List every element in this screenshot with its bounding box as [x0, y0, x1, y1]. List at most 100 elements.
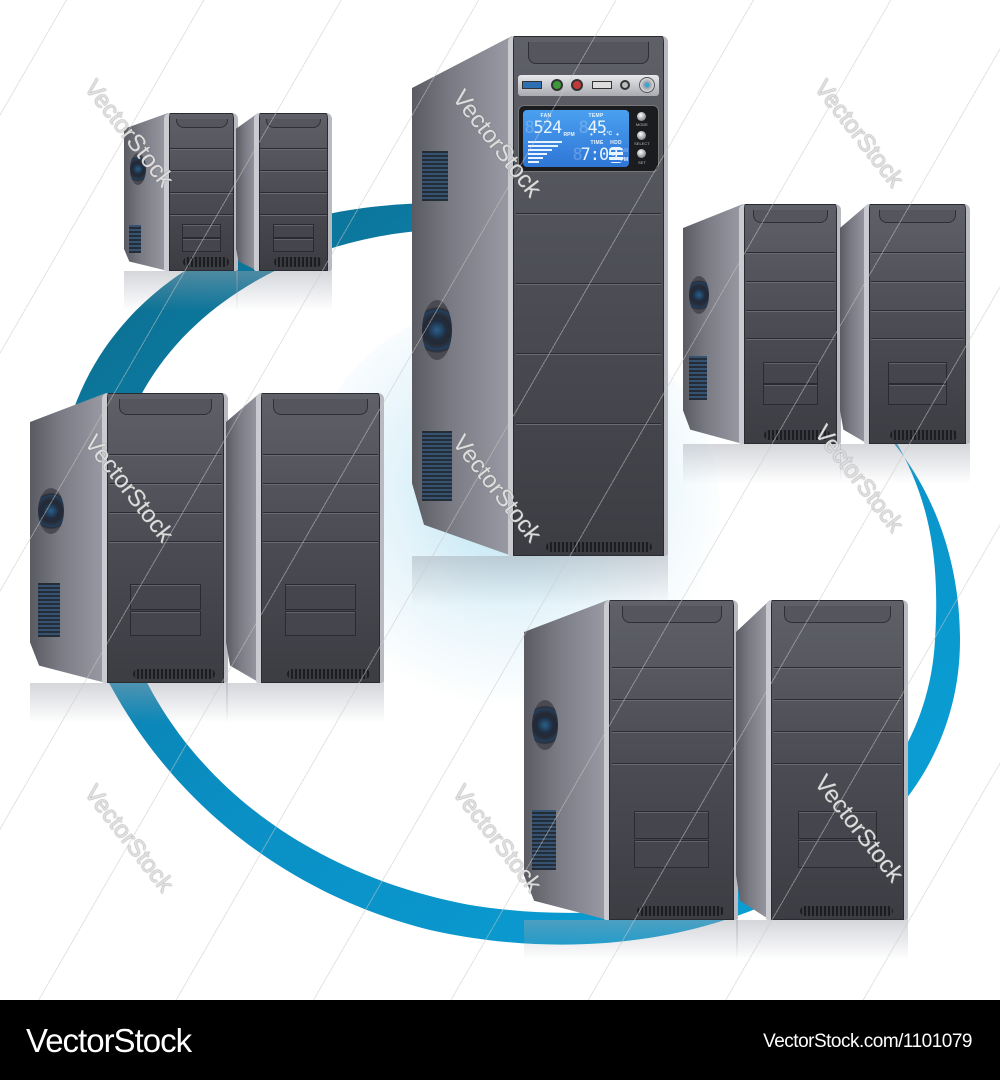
drive-bay-line: [263, 453, 378, 455]
illustration-canvas: FAN 8 524 RPM TEMP 8 45 °C • • • TIME 8 …: [0, 0, 1000, 1000]
drive-slot: [634, 840, 709, 868]
front-vent: [546, 542, 652, 552]
signal-bars-icon: [527, 139, 562, 163]
card-slot-icon: [591, 81, 612, 90]
select-button-label: SELECT: [634, 141, 650, 147]
drive-slot: [182, 223, 221, 239]
mic-jack-icon: [571, 79, 584, 92]
drive-slot: [284, 584, 357, 610]
tower-front-panel: FAN 8 524 RPM TEMP 8 45 °C • • • TIME 8 …: [508, 36, 668, 556]
audio-jack-icon: [550, 79, 563, 92]
front-vent: [132, 669, 215, 679]
tower-top-handle: [118, 399, 213, 415]
drive-bay-line: [263, 482, 378, 484]
drive-bay-line: [260, 214, 327, 216]
drive-slot: [284, 610, 357, 636]
drive-slot: [272, 223, 315, 239]
ghost-digit: 8: [578, 118, 589, 139]
mode-button[interactable]: [637, 111, 647, 121]
server-tower-top-left-2: [236, 113, 332, 311]
drive-slot: [182, 237, 221, 253]
reset-button-icon[interactable]: [620, 80, 631, 91]
usb-port-icon: [521, 81, 542, 90]
footer-bar: VectorStock VectorStock.com/1101079: [0, 1000, 1000, 1080]
select-button[interactable]: [637, 130, 647, 140]
drive-bay-line: [870, 280, 965, 282]
front-io-panel: [517, 75, 660, 96]
tower-front-panel: [604, 600, 738, 920]
vent-grill: [689, 356, 707, 400]
front-vent: [183, 257, 229, 267]
vent-grill: [422, 431, 452, 501]
tower-top-handle: [621, 606, 722, 623]
drive-bay-line: [773, 763, 902, 765]
floor-reflection: [124, 271, 238, 311]
front-vent: [800, 906, 894, 916]
drive-bay-line: [263, 540, 378, 542]
drive-bay-line: [260, 169, 327, 171]
tower-side-panel: [683, 204, 743, 444]
front-vent: [636, 906, 724, 916]
vent-grill: [422, 151, 448, 201]
tower-top-handle: [265, 119, 322, 128]
drive-bay-line: [516, 423, 661, 425]
drive-slot: [888, 384, 947, 406]
drive-slot: [634, 811, 709, 839]
hdd-stack-icon: [608, 146, 623, 163]
lcd-screen: FAN 8 524 RPM TEMP 8 45 °C • • • TIME 8 …: [522, 110, 629, 167]
front-vent: [890, 430, 959, 440]
drive-bay-line: [260, 192, 327, 193]
server-tower-right-1: [683, 204, 841, 484]
vent-grill: [532, 810, 556, 870]
front-vent: [274, 257, 323, 267]
drive-slot: [272, 237, 315, 253]
tower-top-handle: [175, 119, 228, 128]
drive-bay-line: [745, 309, 836, 311]
drive-bay-line: [170, 169, 233, 171]
floor-reflection: [412, 556, 668, 606]
fan-icon: [422, 300, 452, 360]
tower-front-panel: [739, 204, 841, 444]
drive-bay-line: [870, 338, 965, 340]
floor-reflection: [736, 920, 908, 960]
drive-bay-line: [109, 453, 222, 455]
drive-bay-line: [170, 214, 233, 216]
drive-bay-line: [516, 212, 661, 214]
drive-bay-line: [611, 699, 732, 701]
floor-reflection: [236, 271, 332, 311]
drive-bay-line: [263, 511, 378, 513]
power-button[interactable]: [639, 77, 656, 94]
drive-bay-line: [611, 731, 732, 733]
drive-bay-line: [745, 252, 836, 253]
drive-bay-line: [611, 667, 732, 669]
drive-bay-line: [516, 283, 661, 284]
server-tower-middle-left-2: [226, 393, 384, 723]
tower-top-handle: [528, 42, 649, 64]
ghost-digit: 8: [524, 118, 535, 139]
tower-front-panel: [864, 204, 970, 444]
drive-slot: [130, 584, 201, 610]
drive-bay-line: [773, 731, 902, 733]
server-tower-main: FAN 8 524 RPM TEMP 8 45 °C • • • TIME 8 …: [412, 36, 668, 606]
lcd-button-column: MODE SELECT SET: [629, 110, 654, 166]
set-button[interactable]: [637, 149, 647, 159]
footer-url[interactable]: VectorStock.com/1101079: [763, 1031, 972, 1052]
tower-side-panel: [736, 600, 770, 920]
mode-button-label: MODE: [635, 122, 648, 128]
hdd-label: HDD: [610, 140, 622, 147]
floor-reflection: [524, 920, 738, 960]
drive-bay-line: [516, 353, 661, 355]
fan-icon: [38, 488, 64, 534]
drive-slot: [762, 362, 819, 384]
fan-icon: [689, 276, 709, 314]
drive-bay-line: [260, 147, 327, 149]
drive-bay-line: [745, 338, 836, 340]
drive-bay-line: [745, 280, 836, 282]
drive-bay-line: [611, 763, 732, 765]
set-button-label: SET: [638, 159, 646, 165]
drive-bay-line: [773, 667, 902, 669]
drive-bay-line: [109, 511, 222, 513]
tower-top-handle: [753, 210, 828, 223]
drive-bay-line: [870, 252, 965, 253]
drive-slot: [888, 362, 947, 384]
